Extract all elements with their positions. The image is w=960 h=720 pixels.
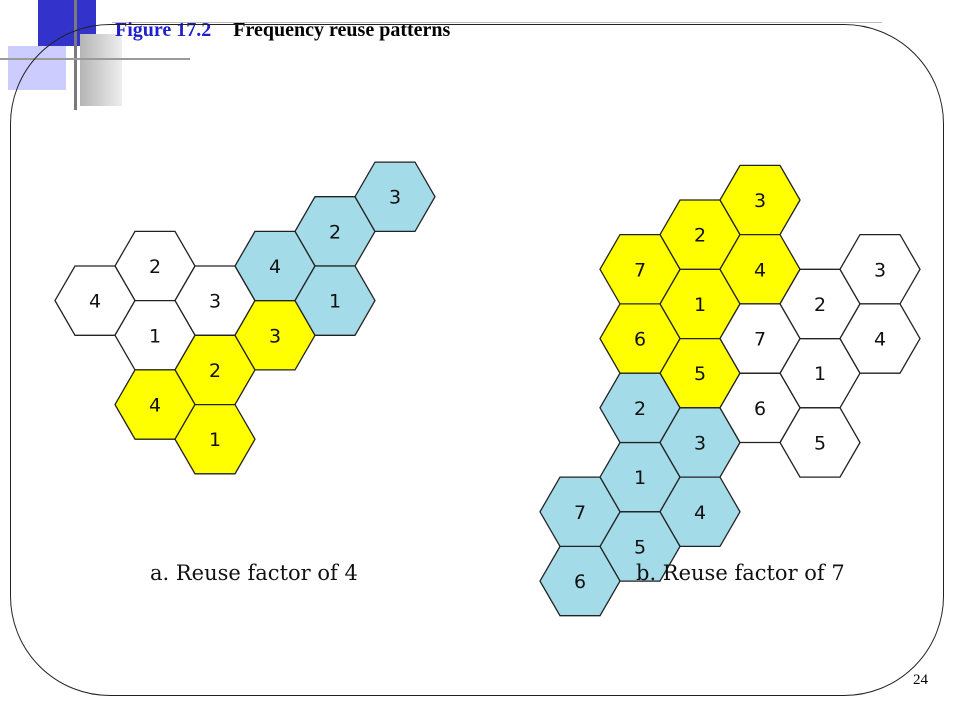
content-frame (10, 24, 944, 696)
hex-cell-white (839, 303, 921, 374)
hex-cell-label: 3 (874, 259, 886, 281)
title-rule (112, 22, 882, 23)
hex-cell-label: 6 (754, 398, 766, 420)
hex-cell-label: 2 (329, 221, 341, 243)
hex-cell-label: 5 (634, 536, 646, 558)
reuse-factor-7-diagram: 1 2 3 4 5 6 7 1 2 3 4 5 6 7 1 2 3 4 5 6 7 (539, 164, 921, 617)
caption-reuse-7: b. Reuse factor of 7 (636, 561, 845, 585)
hex-cell-blue (354, 161, 436, 233)
hex-cell-label: 4 (754, 259, 766, 281)
hex-cell-yellow (599, 233, 681, 305)
hex-cell-label: 2 (634, 398, 646, 420)
hex-cell-label: 1 (634, 467, 646, 489)
hex-cell-label: 6 (634, 329, 646, 351)
hex-cell-label: 3 (694, 432, 706, 454)
hex-cell-label: 2 (209, 360, 221, 382)
hex-cell-label: 4 (874, 329, 886, 351)
hex-cell-label: 4 (269, 256, 281, 278)
hex-cell-label: 5 (694, 363, 706, 385)
hex-cell-label: 1 (814, 363, 826, 385)
hex-cell-label: 6 (574, 571, 586, 593)
hex-cell-label: 3 (209, 291, 221, 313)
hex-cell-blue (294, 265, 376, 336)
hex-cell-label: 7 (634, 259, 646, 281)
hex-cell-label: 3 (754, 190, 766, 212)
page-number: 24 (913, 672, 928, 688)
hex-cell-label: 3 (269, 325, 281, 347)
hex-cell-label: 3 (389, 187, 401, 209)
hex-cell-yellow (174, 403, 256, 475)
hex-cell-label: 7 (754, 329, 766, 351)
hex-cell-label: 2 (814, 294, 826, 316)
reuse-factor-4-diagram: 2 4 3 1 2 4 3 1 2 4 3 1 (54, 161, 436, 475)
hex-cell-label: 2 (694, 225, 706, 247)
hex-cell-label: 1 (694, 294, 706, 316)
hex-cell-label: 4 (694, 502, 706, 524)
hex-cell-label: 4 (149, 395, 161, 417)
hex-cell-label: 1 (209, 429, 221, 451)
hex-cell-label: 1 (149, 325, 161, 347)
hex-cell-label: 5 (814, 432, 826, 454)
hex-cell-label: 7 (574, 502, 586, 524)
hex-cell-label: 2 (149, 256, 161, 278)
caption-reuse-4: a. Reuse factor of 4 (150, 561, 358, 585)
hex-cell-label: 1 (329, 291, 341, 313)
hex-cell-label: 4 (89, 291, 101, 313)
hex-cell-blue (539, 476, 621, 548)
hex-cell-white (719, 303, 801, 374)
